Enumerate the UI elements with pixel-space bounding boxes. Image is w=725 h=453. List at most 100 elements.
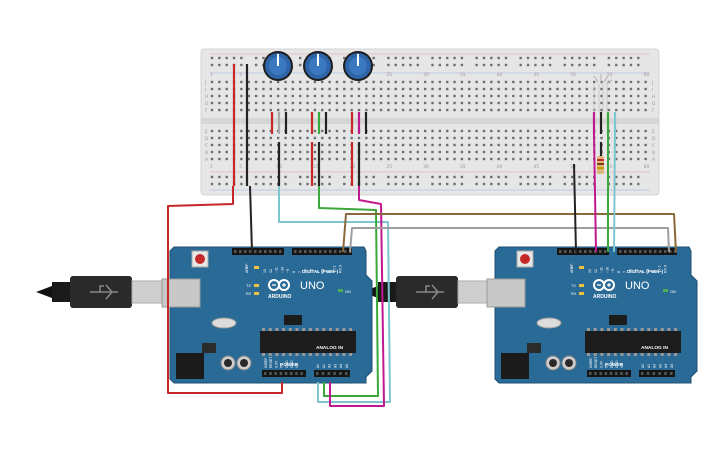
model-label: UNO [300,280,325,292]
reset-button[interactable] [191,250,209,268]
wire-magenta-pin11 [593,133,597,253]
rgb-led [593,74,613,112]
digital-pin-label: ~11 [275,267,279,273]
voltage-regulator [527,343,541,353]
potentiometer-2[interactable] [303,51,333,81]
aref-label: AREF [570,263,574,273]
digital-pin-label: ~5 [309,269,313,273]
column-number: 40 [497,72,503,78]
digital-pin-label: 8 [617,271,621,273]
column-number: 35 [460,164,466,170]
usb-icon [90,284,118,300]
usb-cable-left [36,276,163,308]
crystal [211,317,237,329]
digital-label: DIGITAL (PWM~) [302,269,339,274]
wire-cyan-pin9 [613,133,616,253]
digital-pin-label: RX 0 [338,265,342,273]
digital-pin-label: 12 [269,269,273,273]
column-number: 35 [460,72,466,78]
column-number: 30 [423,72,429,78]
brand-label: ARDUINO [593,294,616,300]
tx-led-label: TX [571,284,576,288]
reset-button[interactable] [516,250,534,268]
aref-label: AREF [245,263,249,273]
digital-pin-label: ~9 [286,269,290,273]
power-led [663,289,668,292]
row-letter: I [652,87,653,93]
analog-header [639,370,675,377]
digital-pin-label: ~9 [611,269,615,273]
status-led [254,292,259,295]
analog-pin-label: A2 [328,364,332,368]
digital-pin-label: 13 [263,269,267,273]
analog-pin-label: A4 [664,364,668,368]
power-pin-label: GND [290,360,294,368]
row-letter: G [205,101,209,107]
column-number: 55 [607,164,613,170]
status-led [579,284,584,287]
microcontroller-chip [585,328,681,356]
analog-pin-label: A2 [653,364,657,368]
power-label: POWER [280,362,299,368]
tx-led-label: TX [246,284,251,288]
digital-pin-label: ~3 [321,269,325,273]
digital-pin-label: ~10 [605,267,609,273]
column-number: 60 [644,72,650,78]
column-number: 1 [210,164,213,170]
digital-pin-label: ~6 [304,269,308,273]
wire-red-5v [167,186,283,394]
row-letter: E [652,129,655,135]
row-letter: E [205,129,208,135]
analog-label: ANALOG IN [641,345,668,351]
column-number: 5 [239,72,242,78]
power-pin-label: 5V [280,363,284,368]
column-number: 60 [644,164,650,170]
wire-green-a1 [318,186,379,397]
power-pin-label: IOREF [264,358,268,368]
analog-pin-label: A4 [339,364,343,368]
capacitor [220,355,236,371]
analog-pin-label: A5 [345,364,349,368]
breadboard-center-channel [201,118,659,124]
row-letter: C [652,143,655,149]
power-pin-label: GND [615,360,619,368]
breadboard-jumpers [232,64,617,186]
column-number: 50 [570,72,576,78]
power-header [262,370,306,377]
digital-pin-label: ~5 [634,269,638,273]
wire-gray-link [349,227,670,253]
power-pin-label: GND [285,360,289,368]
power-led [338,289,343,292]
potentiometer-1[interactable] [263,51,293,81]
power-pin-label: Vin [295,363,299,368]
column-number: 40 [497,164,503,170]
row-letter: H [205,94,208,100]
digital-pin-label: 8 [292,271,296,273]
power-label: POWER [605,362,624,368]
row-letter: D [652,136,656,142]
digital-pin-label: TX 1 [333,265,337,273]
digital-pin-label: ~10 [280,267,284,273]
digital-pin-label: 13 [588,269,592,273]
analog-pin-label: A1 [647,364,651,368]
digital-pin-label: TX 1 [658,265,662,273]
row-letter: B [205,150,208,156]
wire-brown-link [342,213,677,253]
wire-cyan-a0 [278,186,391,403]
on-label: ON [345,290,351,294]
row-letter: H [652,94,655,100]
row-letter: J [204,80,206,86]
row-letter: J [651,80,653,86]
wire-magenta-a2 [329,186,385,407]
power-pin-label: RESET [594,357,598,368]
wires [167,133,677,407]
capacitor [236,355,252,371]
status-led [254,266,259,269]
status-led [579,292,584,295]
digital-header [232,248,352,255]
digital-label: DIGITAL (PWM~) [627,269,664,274]
potentiometer-3[interactable] [343,51,373,81]
